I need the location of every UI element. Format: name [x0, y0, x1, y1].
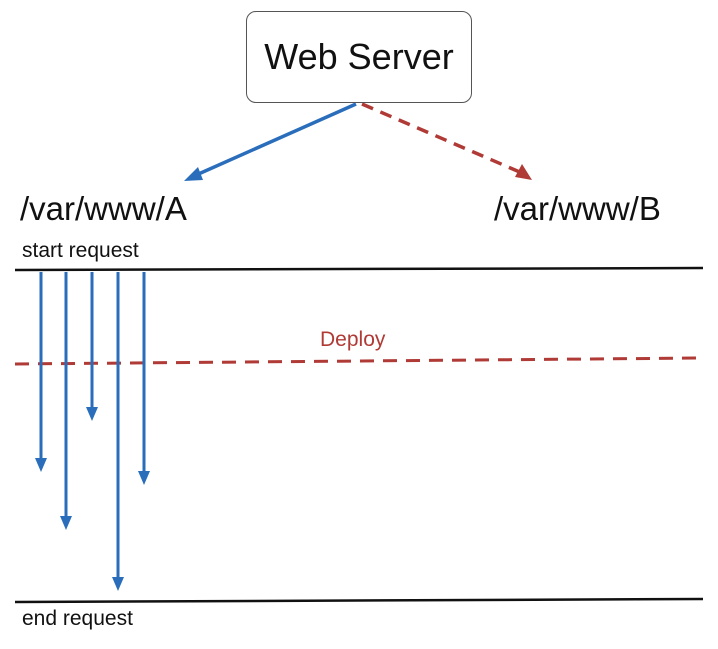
request-arrow-1 [35, 272, 47, 472]
start-request-label: start request [22, 239, 139, 262]
request-arrow-3-head [86, 407, 98, 421]
request-arrow-5 [138, 272, 150, 485]
deploy-label: Deploy [320, 328, 386, 351]
active-link-arrowhead [184, 167, 203, 181]
request-arrow-2-head [60, 516, 72, 530]
start-request-line [14, 266, 704, 272]
path-a-label: /var/www/A [20, 190, 187, 227]
request-arrow-4 [112, 272, 124, 591]
request-arrow-5-head [138, 471, 150, 485]
deploy-link-arrow [361, 102, 523, 175]
active-link-arrow [193, 102, 357, 178]
deploy-link-arrowhead [515, 164, 532, 180]
web-server-label: Web Server [264, 36, 454, 77]
request-arrows [35, 272, 150, 591]
end-request-label: end request [22, 607, 133, 630]
path-b-label: /var/www/B [494, 190, 661, 227]
request-arrow-4-head [112, 577, 124, 591]
request-arrow-1-head [35, 458, 47, 472]
request-arrow-3 [86, 272, 98, 421]
request-arrow-2 [60, 272, 72, 530]
web-server-box: Web Server [246, 11, 472, 103]
end-request-line [14, 597, 704, 604]
